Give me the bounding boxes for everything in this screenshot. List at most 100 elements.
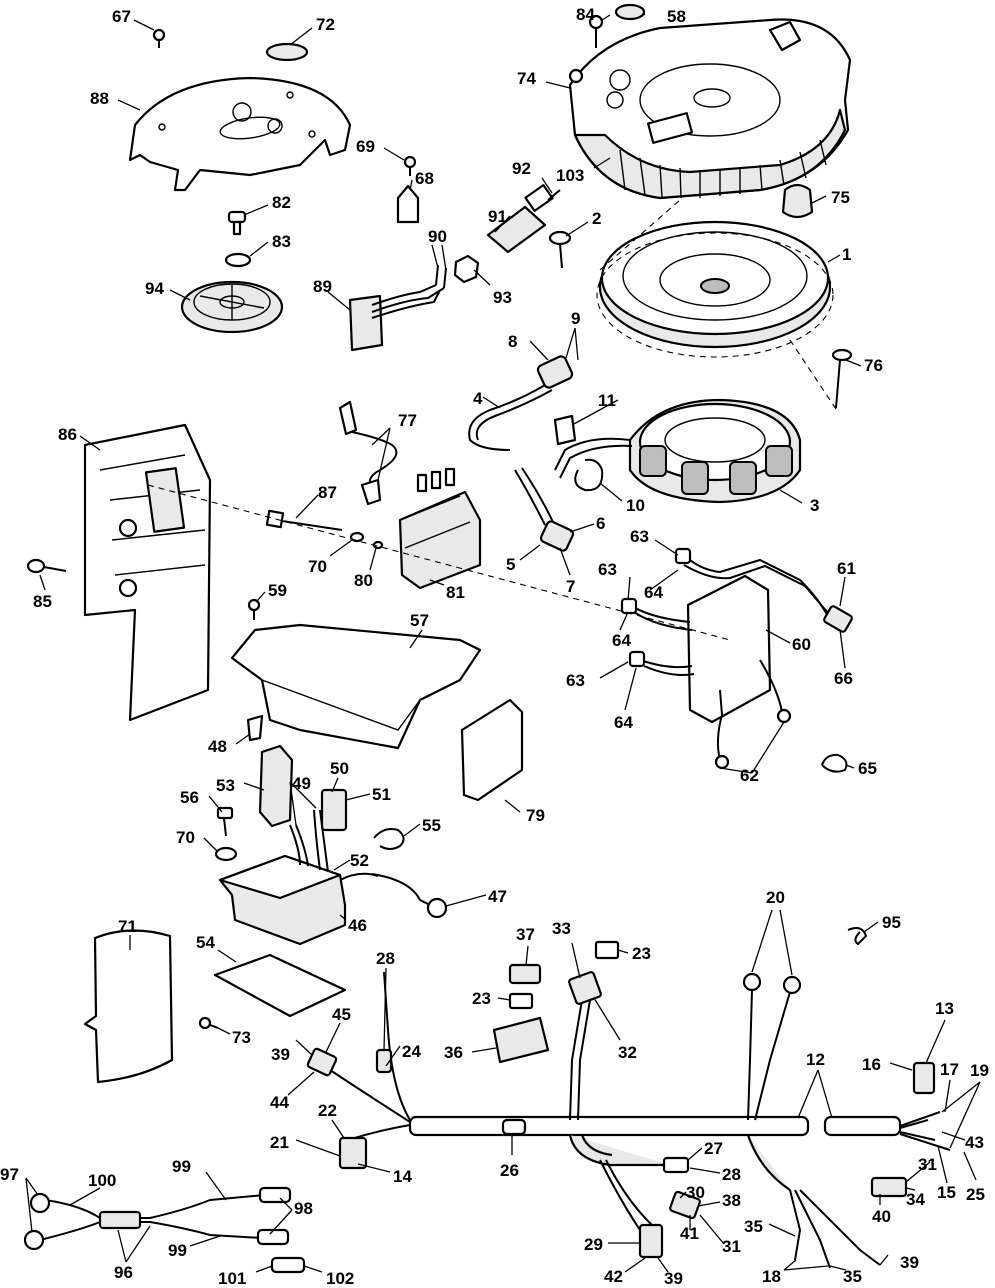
callout-24: 24 <box>402 1042 421 1061</box>
assembly-line-b <box>599 199 681 271</box>
part-3-stator <box>554 398 802 504</box>
part-102-plug <box>270 1256 306 1274</box>
part-76-bolt <box>831 348 853 409</box>
part-69-screw <box>403 155 417 176</box>
callout-61: 61 <box>837 559 856 578</box>
callout-63: 63 <box>566 671 585 690</box>
callout-47: 47 <box>488 887 507 906</box>
callout-39: 39 <box>271 1045 290 1064</box>
callout-41: 41 <box>680 1224 699 1243</box>
callout-74: 74 <box>517 69 536 88</box>
callout-65: 65 <box>858 759 877 778</box>
part-85-screw <box>26 558 67 574</box>
part-59-screw <box>247 598 261 620</box>
part-67-screw <box>152 28 166 48</box>
part-12-harness <box>317 971 951 1191</box>
callout-29: 29 <box>584 1235 603 1254</box>
callout-64: 64 <box>612 631 631 650</box>
part-38-connector <box>669 1190 701 1220</box>
callout-8: 8 <box>508 332 517 351</box>
callout-72: 72 <box>316 15 335 34</box>
callout-15: 15 <box>937 1183 956 1202</box>
part-22-connector <box>338 1136 368 1170</box>
callout-17: 17 <box>940 1060 959 1079</box>
callout-70: 70 <box>176 828 195 847</box>
part-1-flywheel <box>596 220 834 358</box>
callout-66: 66 <box>834 669 853 688</box>
callout-16: 16 <box>862 1055 881 1074</box>
callout-50: 50 <box>330 759 349 778</box>
callout-99: 99 <box>168 1241 187 1260</box>
callout-2: 2 <box>592 209 601 228</box>
part-47-ground-wire <box>371 873 448 919</box>
callout-87: 87 <box>318 483 337 502</box>
callout-6: 6 <box>596 514 605 533</box>
callout-4: 4 <box>473 389 483 408</box>
callout-60: 60 <box>792 635 811 654</box>
part-2-screw <box>548 230 572 269</box>
callout-31: 31 <box>722 1237 741 1256</box>
part-63-terminal-b <box>620 597 638 615</box>
callout-14: 14 <box>393 1167 412 1186</box>
callout-68: 68 <box>415 169 434 188</box>
part-79-plate <box>460 698 524 802</box>
part-70-washer-b <box>214 846 238 862</box>
part-63-terminal-c <box>628 650 646 668</box>
callout-85: 85 <box>33 592 52 611</box>
part-48-clip <box>246 714 264 742</box>
part-87-bolt <box>265 509 343 531</box>
leader-lines <box>25 13 981 1273</box>
callout-102: 102 <box>326 1269 354 1288</box>
callout-91: 91 <box>488 207 507 226</box>
part-84-screw <box>588 14 604 48</box>
callout-27: 27 <box>704 1139 723 1158</box>
callout-33: 33 <box>552 919 571 938</box>
part-8-connector <box>468 355 574 451</box>
callout-103: 103 <box>556 166 584 185</box>
callout-59: 59 <box>268 581 287 600</box>
part-57-cover <box>230 623 482 750</box>
part-53-connector <box>258 744 294 828</box>
callout-13: 13 <box>935 999 954 1018</box>
part-13-connector <box>912 1061 936 1095</box>
callout-64: 64 <box>644 583 663 602</box>
callout-63: 63 <box>630 527 649 546</box>
part-29-connector <box>638 1223 664 1259</box>
callout-21: 21 <box>270 1133 289 1152</box>
part-61-connector <box>823 605 853 633</box>
part-14-leads <box>599 1159 881 1269</box>
callout-3: 3 <box>810 496 819 515</box>
part-95-clip <box>847 927 868 946</box>
part-103-flywheel-cover <box>568 18 852 200</box>
part-37-fuse-holder <box>508 963 542 985</box>
callout-39: 39 <box>664 1269 683 1288</box>
part-20-ring-a <box>742 972 762 992</box>
part-34-connector <box>870 1176 908 1198</box>
part-23-fuse-a <box>594 940 620 960</box>
part-70-washer-a <box>349 531 365 543</box>
part-89-switch <box>348 264 447 352</box>
callout-67: 67 <box>112 7 131 26</box>
callout-54: 54 <box>196 933 215 952</box>
callout-40: 40 <box>872 1207 891 1226</box>
callout-82: 82 <box>272 193 291 212</box>
callout-18: 18 <box>762 1267 781 1286</box>
callout-28: 28 <box>376 949 395 968</box>
callout-88: 88 <box>90 89 109 108</box>
callout-90: 90 <box>428 227 447 246</box>
part-94-pulley <box>180 280 284 334</box>
part-96-cable-set <box>23 1186 292 1251</box>
part-92-pin <box>547 189 561 201</box>
part-58-plug <box>614 3 646 21</box>
part-65-tie <box>821 753 848 773</box>
callout-58: 58 <box>667 7 686 26</box>
part-10-tie <box>574 458 604 492</box>
callout-96: 96 <box>114 1263 133 1282</box>
part-33-connector <box>568 971 602 1005</box>
callout-69: 69 <box>356 137 375 156</box>
part-54-gasket <box>213 953 347 1018</box>
callout-94: 94 <box>145 279 164 298</box>
callout-95: 95 <box>882 913 901 932</box>
callout-77: 77 <box>398 411 417 430</box>
